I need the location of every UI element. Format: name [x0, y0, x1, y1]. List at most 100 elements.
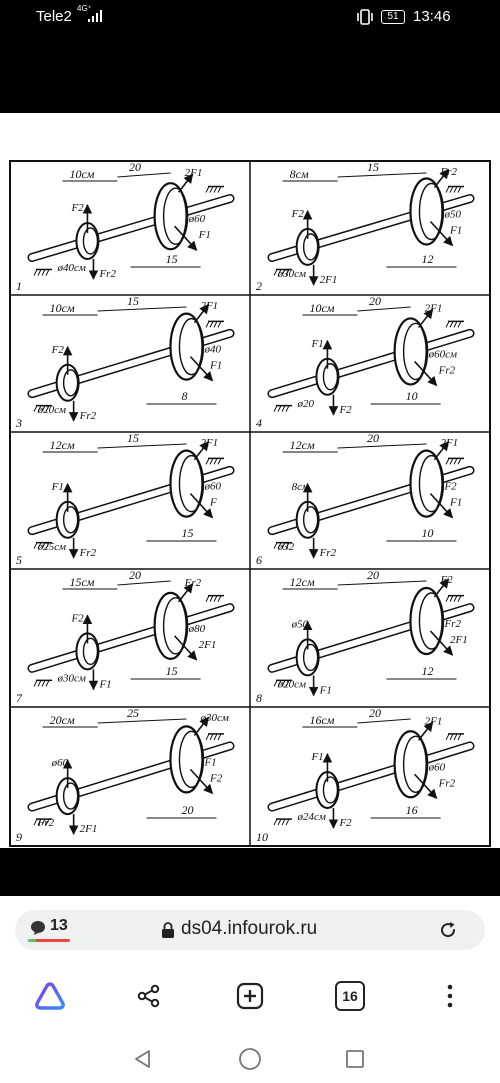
- url-text[interactable]: ds04.infourok.ru: [181, 918, 318, 939]
- tabs-square-icon: 16: [335, 981, 365, 1011]
- force-label: ø20: [296, 398, 314, 410]
- small-pulley-rim: [82, 227, 99, 255]
- large-pulley: [409, 586, 444, 656]
- speech-bubble-icon[interactable]: [30, 920, 46, 936]
- battery-icon: 51: [381, 10, 405, 24]
- force-arrow: [417, 721, 434, 741]
- small-pulley-rim: [82, 637, 99, 666]
- panel-number: 5: [16, 553, 22, 567]
- large-pulley: [169, 312, 204, 381]
- force-label: 2F1: [200, 300, 218, 312]
- small-pulley-rim: [62, 782, 79, 810]
- panel-number: 6: [256, 553, 262, 567]
- force-label: 2F1: [450, 634, 468, 646]
- small-pulley-rim: [302, 643, 319, 672]
- force-label: ø60: [428, 761, 446, 773]
- force-label: ø50: [291, 618, 309, 630]
- force-label: F1: [310, 751, 323, 763]
- force-label: 2F1: [425, 302, 443, 314]
- bearing-support: [33, 679, 52, 687]
- large-pulley: [393, 730, 428, 799]
- force-label: Fr2: [438, 364, 456, 376]
- force-label: F1: [319, 684, 332, 696]
- force-arrow: [429, 630, 454, 656]
- address-bar[interactable]: [15, 910, 485, 950]
- reload-icon[interactable]: [438, 920, 458, 940]
- force-label: ø60: [188, 213, 206, 225]
- dimension-label: 20: [367, 568, 379, 582]
- small-pulley-rim: [302, 506, 319, 534]
- force-label: F2: [209, 772, 223, 784]
- dimension-line: [117, 172, 171, 178]
- assistant-button[interactable]: [30, 976, 70, 1016]
- dimension-line: [337, 172, 427, 178]
- bearing-support: [205, 185, 224, 193]
- comment-count[interactable]: 13: [50, 917, 68, 934]
- bearing-support: [205, 320, 224, 328]
- bearing-support: [273, 679, 292, 687]
- force-label: ø60см: [428, 348, 457, 360]
- home-button[interactable]: [235, 1044, 265, 1074]
- force-label: Fr2: [184, 577, 202, 589]
- back-button[interactable]: [128, 1044, 158, 1074]
- force-label: F2: [338, 404, 352, 416]
- force-label: 8см: [292, 481, 309, 493]
- dimension-label: 20см: [50, 713, 75, 727]
- dimension-label: 15: [367, 160, 379, 174]
- force-label: Fr2: [37, 817, 55, 829]
- force-label: 2F1: [185, 167, 203, 179]
- force-label: F1: [449, 497, 462, 509]
- panel-number: 4: [256, 416, 262, 430]
- large-pulley: [409, 177, 444, 246]
- square-recents-icon: [346, 1050, 364, 1068]
- small-pulley-rim: [322, 363, 339, 391]
- force-label: F1: [203, 756, 216, 768]
- dimension-line: [337, 443, 427, 449]
- dimension-line: [97, 443, 187, 449]
- force-arrow: [174, 635, 198, 661]
- recents-button[interactable]: [340, 1044, 370, 1074]
- signal-icon: [88, 10, 102, 22]
- large-pulley-rim: [402, 322, 429, 381]
- dimension-label: 20: [369, 706, 381, 720]
- force-label: ø30см: [199, 712, 228, 724]
- force-label: Fr2: [439, 166, 457, 178]
- dimension-label: 15: [166, 252, 178, 266]
- force-label: Fr2: [438, 777, 456, 789]
- count-indicator: [28, 939, 70, 942]
- shaft-core: [269, 742, 473, 811]
- force-arrow: [433, 578, 450, 598]
- panel-number: 10: [256, 830, 268, 844]
- shaft-core: [29, 195, 233, 261]
- menu-button[interactable]: [430, 976, 470, 1016]
- dimension-line: [357, 718, 411, 724]
- force-label: F1: [310, 338, 323, 350]
- force-label: 2F1: [199, 639, 217, 651]
- force-label: ø20см: [37, 404, 66, 416]
- tabs-button[interactable]: 16: [330, 976, 370, 1016]
- force-label: Fr2: [443, 618, 461, 630]
- dimension-label: 8см: [290, 167, 309, 181]
- force-arrow: [433, 168, 450, 188]
- small-pulley-rim: [322, 776, 339, 804]
- dimension-label: 15см: [69, 575, 94, 589]
- force-label: ø25см: [37, 541, 66, 553]
- browser-toolbar: 16: [0, 976, 500, 1020]
- share-button[interactable]: [129, 976, 169, 1016]
- force-label: 2F1: [80, 823, 98, 835]
- large-pulley: [153, 591, 188, 660]
- lock-icon[interactable]: [161, 921, 175, 939]
- force-label: F: [209, 497, 217, 509]
- dimension-label: 25: [127, 706, 139, 720]
- force-arrow: [414, 773, 438, 799]
- force-label: F1: [51, 481, 64, 493]
- force-label: ø60: [51, 757, 69, 769]
- bearing-support: [205, 457, 224, 465]
- new-tab-button[interactable]: [230, 976, 270, 1016]
